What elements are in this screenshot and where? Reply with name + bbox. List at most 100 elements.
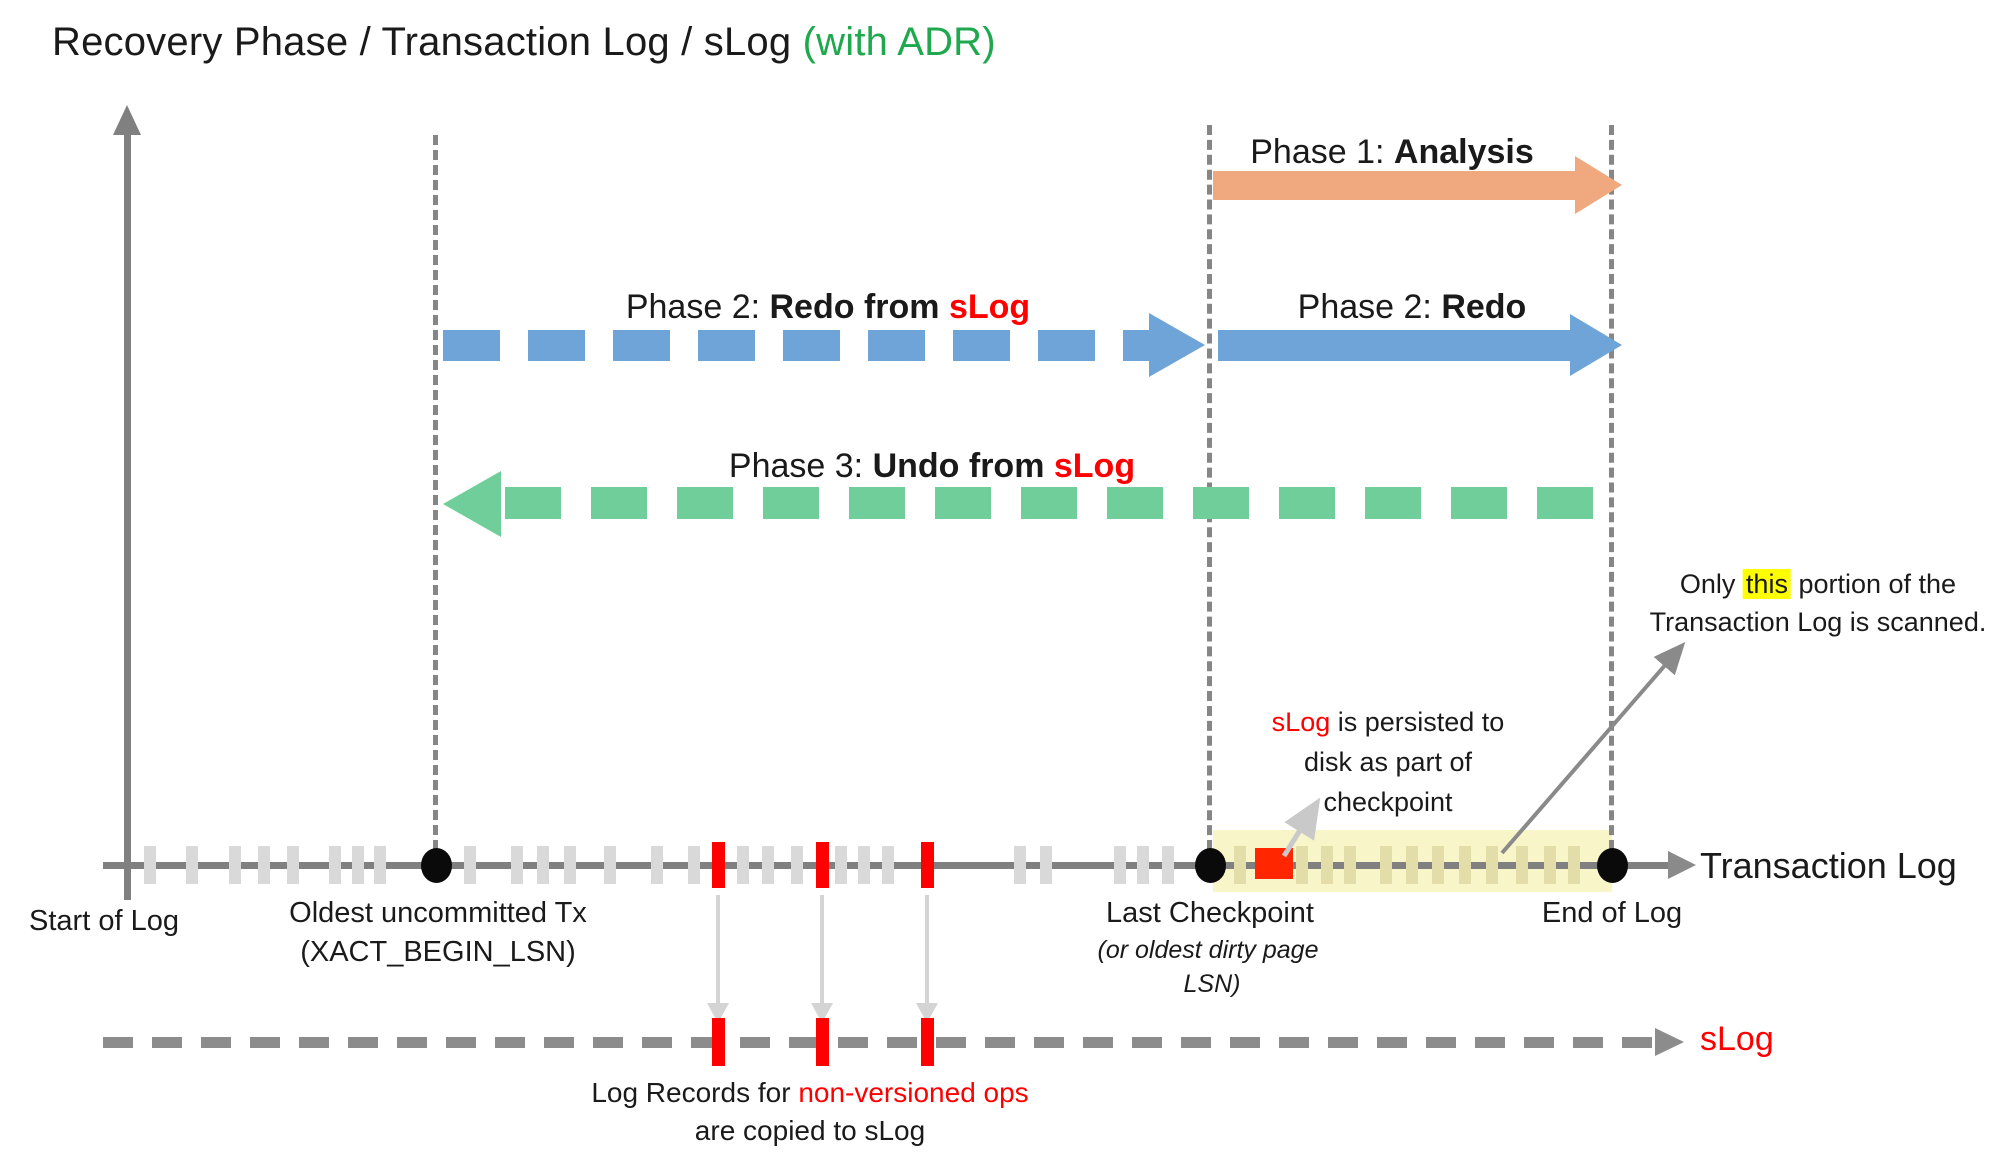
log-record-tick bbox=[464, 846, 476, 884]
scanned-log-record-tick bbox=[1544, 846, 1556, 884]
log-record-tick bbox=[564, 846, 576, 884]
phase1-arrowhead-icon bbox=[1575, 156, 1622, 214]
log-record-tick bbox=[258, 846, 270, 884]
log-records-copied-note: Log Records for non-versioned ops are co… bbox=[591, 1074, 1028, 1150]
timeline-marker-dot bbox=[1597, 848, 1628, 883]
scanned-log-record-tick bbox=[1406, 846, 1418, 884]
log-record-tick bbox=[1114, 846, 1126, 884]
phase2-slog-target: sLog bbox=[948, 288, 1031, 326]
phase3-target: sLog bbox=[1053, 447, 1136, 485]
persist-note-line1: sLog is persisted to bbox=[1272, 702, 1505, 742]
log-record-tick bbox=[229, 846, 241, 884]
log-record-tick bbox=[511, 846, 523, 884]
copied-line1-pre: Log Records for bbox=[591, 1077, 799, 1108]
log-record-tick bbox=[537, 846, 549, 884]
phase3-undo-from-slog-arrow bbox=[505, 487, 1617, 519]
phase2-label: Phase 2: Redo bbox=[1298, 288, 1527, 327]
persist-note-line3: checkpoint bbox=[1323, 787, 1453, 817]
log-record-tick bbox=[688, 846, 700, 884]
log-record-tick bbox=[1014, 846, 1026, 884]
persist-slog-word: sLog bbox=[1271, 707, 1331, 737]
scanned-log-record-tick bbox=[1344, 846, 1356, 884]
scanned-highlight-word: this bbox=[1742, 569, 1791, 599]
copied-note-line1: Log Records for non-versioned ops bbox=[591, 1074, 1028, 1112]
slog-axis-label: sLog bbox=[1700, 1020, 1774, 1058]
checkpoint-sublabel-line1: (or oldest dirty page bbox=[1097, 936, 1319, 964]
phase2-redo-arrow bbox=[1218, 330, 1570, 361]
slog-arrowhead-icon bbox=[1655, 1028, 1684, 1056]
log-record-tick bbox=[651, 846, 663, 884]
log-record-tick bbox=[287, 846, 299, 884]
scanned-post: portion of the bbox=[1790, 569, 1957, 599]
copy-to-slog-arrow bbox=[925, 895, 929, 1003]
non-versioned-op-tick bbox=[921, 842, 934, 888]
log-record-tick bbox=[144, 846, 156, 884]
start-of-log-label: Start of Log bbox=[29, 905, 179, 937]
scanned-log-record-tick bbox=[1380, 846, 1392, 884]
slog-axis bbox=[103, 1037, 1655, 1048]
vertical-axis-arrowhead-icon bbox=[113, 105, 141, 135]
last-checkpoint-label: Last Checkpoint bbox=[1106, 897, 1314, 929]
copied-nonversioned-words: non-versioned ops bbox=[798, 1077, 1029, 1108]
scanned-log-record-tick bbox=[1234, 846, 1246, 884]
log-record-tick bbox=[1162, 846, 1174, 884]
scanned-portion-note: Only this portion of the Transaction Log… bbox=[1649, 565, 1987, 641]
slog-record-tick bbox=[816, 1018, 829, 1066]
phase2-slog-prefix: Phase 2: bbox=[625, 288, 770, 326]
scanned-log-record-tick bbox=[1296, 846, 1308, 884]
log-record-tick bbox=[737, 846, 749, 884]
checkpoint-sublabel-line2: LSN) bbox=[1183, 970, 1241, 998]
scanned-log-record-tick bbox=[1486, 846, 1498, 884]
phase2-name: Redo bbox=[1441, 288, 1527, 326]
log-record-tick bbox=[186, 846, 198, 884]
log-record-tick bbox=[329, 846, 341, 884]
timeline-marker-dot bbox=[421, 848, 452, 883]
log-record-tick bbox=[604, 846, 616, 884]
scanned-pre: Only bbox=[1679, 569, 1743, 599]
non-versioned-op-tick bbox=[816, 842, 829, 888]
scanned-log-record-tick bbox=[1516, 846, 1528, 884]
guide-line-oldest-tx bbox=[433, 135, 438, 850]
log-record-tick bbox=[882, 846, 894, 884]
phase3-action: Undo from bbox=[872, 447, 1054, 485]
transaction-log-arrowhead-icon bbox=[1668, 851, 1696, 879]
phase3-label: Phase 3: Undo from sLog bbox=[729, 447, 1135, 486]
phase2-redo-from-slog-arrowhead-icon bbox=[1149, 313, 1205, 377]
title-adr-suffix: (with ADR) bbox=[802, 20, 996, 64]
slog-record-tick bbox=[921, 1018, 934, 1066]
phase3-undo-arrowhead-icon bbox=[443, 471, 501, 537]
log-record-tick bbox=[791, 846, 803, 884]
scanned-pointer-arrow bbox=[1500, 641, 1686, 855]
log-record-tick bbox=[374, 846, 386, 884]
oldest-uncommitted-tx-label: Oldest uncommitted Tx bbox=[289, 897, 587, 929]
timeline-marker-dot bbox=[1195, 848, 1226, 883]
phase3-prefix: Phase 3: bbox=[728, 447, 873, 485]
log-record-tick bbox=[762, 846, 774, 884]
phase2-prefix: Phase 2: bbox=[1297, 288, 1442, 326]
scanned-log-record-tick bbox=[1321, 846, 1333, 884]
phase2-redo-arrowhead-icon bbox=[1570, 314, 1622, 376]
copied-note-line2: are copied to sLog bbox=[694, 1115, 926, 1146]
scanned-note-line2: Transaction Log is scanned. bbox=[1649, 607, 1987, 637]
log-record-tick bbox=[1040, 846, 1052, 884]
transaction-log-axis-label: Transaction Log bbox=[1700, 845, 1957, 886]
persist-note-line2: disk as part of bbox=[1303, 747, 1473, 777]
phase1-analysis-arrow bbox=[1213, 171, 1575, 200]
log-record-tick bbox=[835, 846, 847, 884]
persist-line1-rest: is persisted to bbox=[1330, 707, 1505, 737]
log-record-tick bbox=[352, 846, 364, 884]
xact-begin-lsn-label: (XACT_BEGIN_LSN) bbox=[300, 936, 576, 968]
page-title: Recovery Phase / Transaction Log / sLog … bbox=[52, 20, 996, 65]
log-record-tick bbox=[858, 846, 870, 884]
slog-record-tick bbox=[712, 1018, 725, 1066]
scanned-log-record-tick bbox=[1432, 846, 1444, 884]
title-main: Recovery Phase / Transaction Log / sLog bbox=[52, 20, 803, 64]
vertical-axis bbox=[124, 132, 131, 900]
slog-persisted-note: sLog is persisted to disk as part of che… bbox=[1272, 702, 1505, 822]
phase2-slog-action: Redo from bbox=[769, 288, 949, 326]
non-versioned-op-tick bbox=[712, 842, 725, 888]
slog-persisted-marker bbox=[1255, 848, 1293, 879]
phase2-redo-from-slog-arrow bbox=[443, 330, 1149, 361]
phase1-label: Phase 1: Analysis bbox=[1250, 133, 1534, 172]
